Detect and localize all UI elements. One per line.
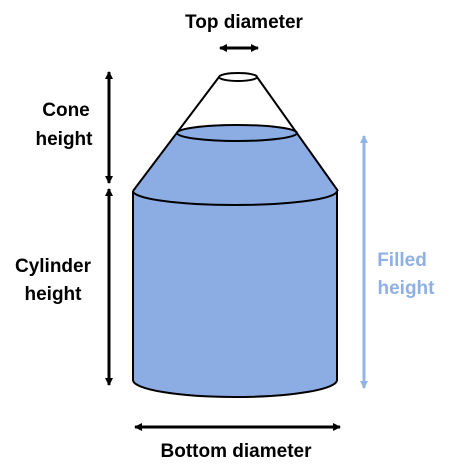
filled-height-label-line2: height — [378, 278, 436, 299]
cone-left-edge — [132, 76, 220, 192]
top-diameter-label: Top diameter — [185, 12, 303, 33]
cone-top-opening — [218, 72, 258, 82]
cylinder-height-label-line2: height — [25, 284, 83, 305]
filled-height-label-line1: Filled — [377, 250, 427, 271]
liquid-surface — [176, 124, 298, 142]
cone-height-label-line2: height — [36, 129, 94, 150]
cylinder-height-label-line1: Cylinder — [15, 256, 92, 277]
liquid-fill — [133, 126, 337, 397]
bottom-diameter-label: Bottom diameter — [161, 441, 313, 462]
cylinder-bottom-rim — [132, 379, 338, 398]
cone-height-label-line1: Cone — [42, 100, 90, 121]
cone-right-edge — [256, 76, 339, 192]
cylinder-top-rim — [132, 190, 338, 206]
